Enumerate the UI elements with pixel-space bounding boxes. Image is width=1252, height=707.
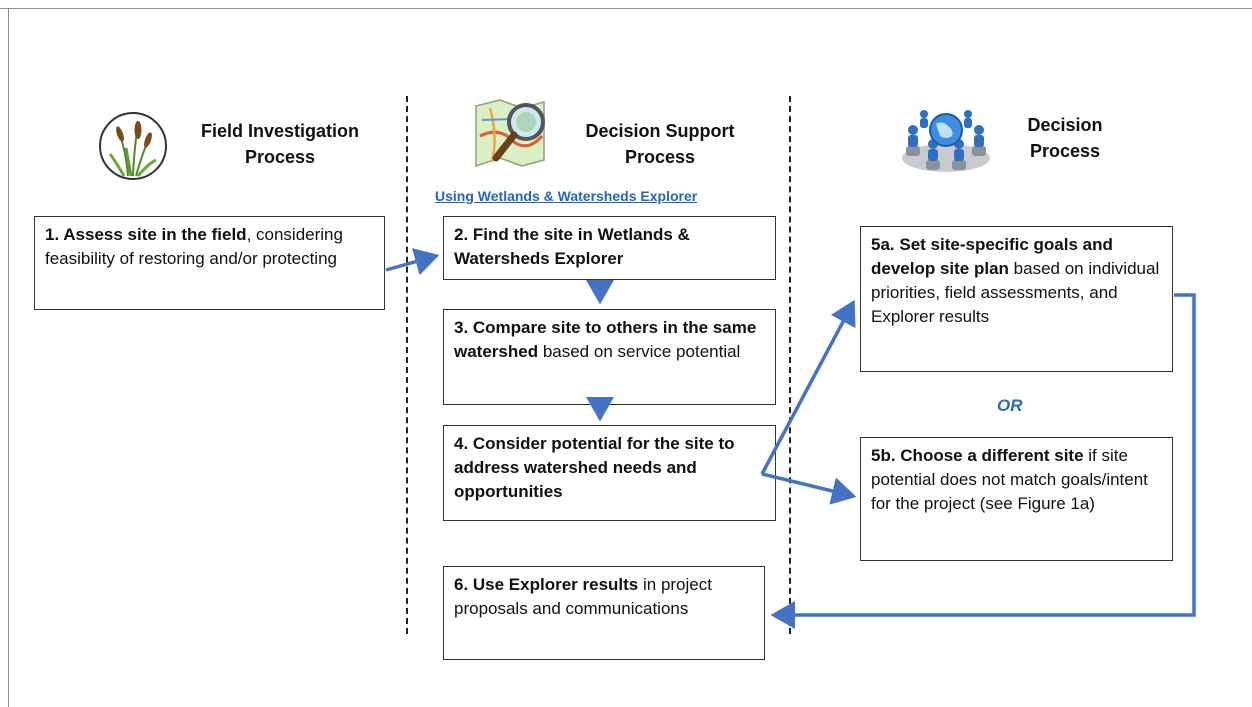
step-5b-bold: 5b. Choose a different site [871,446,1084,465]
step-1-bold: 1. Assess site in the field [45,225,247,244]
step-1-text: , considering feasibility of restoring a… [45,225,343,268]
or-label: OR [997,396,1023,415]
step-3-text: based on service potential [538,342,741,361]
step-6-text: in project proposals and communications [454,575,712,618]
step-5a-text: based on individual priorities, field as… [871,259,1160,326]
column-divider-left [406,96,408,634]
step-6-bold: 6. Use Explorer results [454,575,639,594]
step-6-box: 6. Use Explorer results in project propo… [443,566,765,660]
step-5a-box: 5a. Set site-specific goals and develop … [860,226,1173,372]
step-1-box: 1. Assess site in the field, considering… [34,216,385,310]
step-5b-text: if site potential does not match goals/i… [871,446,1148,513]
step-4-box: 4. Consider potential for the site to ad… [443,425,776,521]
step-2-box: 2. Find the site in Wetlands & Watershed… [443,216,776,280]
step-5a-bold: 5a. Set site-specific goals and develop … [871,235,1113,278]
arrow-1-to-2 [385,248,440,276]
step-2-bold: 2. Find the site in Wetlands & Watershed… [454,225,690,268]
cattail-icon [99,112,167,180]
column-divider-right [789,96,791,634]
step-3-box: 3. Compare site to others in the same wa… [443,309,776,405]
explorer-link[interactable]: Using Wetlands & Watersheds Explorer [435,188,698,204]
step-5b-box: 5b. Choose a different site if site pote… [860,437,1173,561]
step-3-bold: 3. Compare site to others in the same wa… [454,318,757,361]
decision-support-title: Decision Support Process [585,121,735,167]
arrow-5a-to-6 [770,293,1196,629]
frame-top-border [0,8,1252,9]
globe-network-icon [902,110,990,172]
decision-process-title: Decision Process [1027,115,1103,161]
step-4-bold: 4. Consider potential for the site to ad… [454,434,735,501]
map-magnifier-icon [475,99,545,168]
arrow-4-to-5b [761,472,857,505]
frame-left-border [8,8,9,707]
field-investigation-title: Field Investigation Process [200,121,360,167]
arrow-4-to-5a [760,299,856,475]
